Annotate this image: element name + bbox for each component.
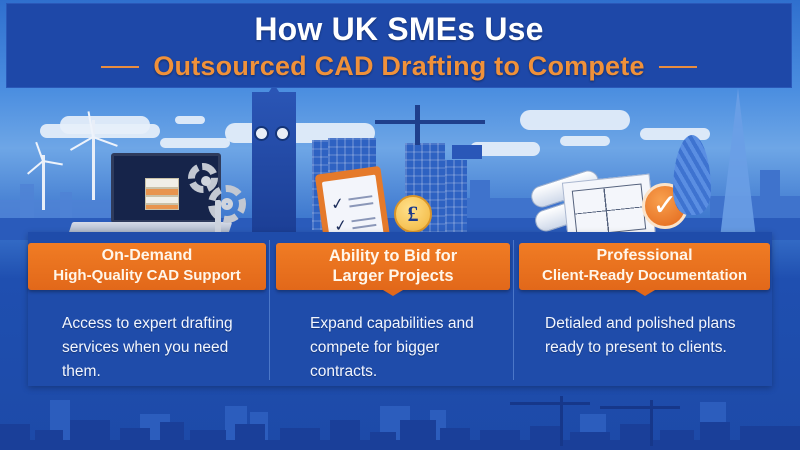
cloud <box>560 136 610 146</box>
checkmark-icon: ✓ <box>329 193 346 214</box>
cloud <box>640 128 710 140</box>
page-subtitle: Outsourced CAD Drafting to Compete <box>153 51 645 81</box>
wind-turbine-icon <box>42 155 45 210</box>
benefit-description: Detialed and polished plans ready to pre… <box>545 315 736 356</box>
cloud <box>160 138 230 148</box>
benefit-label-line1: Ability to Bid for <box>328 247 458 265</box>
benefit-label-line1: Professional <box>596 247 693 264</box>
gear-icon <box>188 163 218 193</box>
shard-building-icon <box>720 88 756 238</box>
column-divider <box>513 240 514 380</box>
benefit-label-line2: Larger Projects <box>332 267 454 285</box>
gear-icon <box>208 185 246 223</box>
benefit-label-on-demand: On-Demand High-Quality CAD Support <box>28 243 266 290</box>
stacked-blocks-icon <box>145 178 179 188</box>
pound-coin-icon: £ <box>394 195 432 233</box>
benefit-description: Expand capabilities and compete for bigg… <box>310 315 474 380</box>
benefit-label-line2: High-Quality CAD Support <box>53 267 241 284</box>
benefit-label-line1: On-Demand <box>101 247 193 264</box>
decorative-rule-left <box>101 65 140 68</box>
crane-icon <box>415 105 420 145</box>
cloud <box>40 124 160 138</box>
title-banner: How UK SMEs Use Outsourced CAD Drafting … <box>6 3 792 88</box>
cloud <box>470 142 540 156</box>
subtitle-row: Outsourced CAD Drafting to Compete <box>7 51 791 82</box>
crane-jib <box>375 120 485 124</box>
benefit-label-line2: Client-Ready Documentation <box>541 267 748 284</box>
column-divider <box>269 240 270 380</box>
benefit-label-client-ready-docs: Professional Client-Ready Documentation <box>519 243 770 296</box>
benefit-description: Access to expert drafting services when … <box>62 315 233 380</box>
crane-icon <box>650 400 653 446</box>
stacked-blocks-icon <box>145 188 179 196</box>
benefit-label-bid-larger-projects: Ability to Bid for Larger Projects <box>276 243 510 296</box>
crane-icon <box>560 396 563 446</box>
crane-jib <box>600 406 680 409</box>
gherkin-building-icon <box>673 135 711 215</box>
label-pointer <box>634 290 655 296</box>
label-pointer <box>383 290 403 296</box>
decorative-rule-right <box>658 65 697 68</box>
cloud <box>520 110 630 130</box>
wind-turbine-icon <box>92 120 95 200</box>
stacked-blocks-icon <box>145 204 179 210</box>
stacked-blocks-icon <box>145 196 179 204</box>
bottom-city-skyline <box>0 386 800 450</box>
wrench-icon <box>215 200 221 236</box>
clock-face-icon <box>275 126 290 141</box>
crane-jib <box>510 402 590 405</box>
office-building <box>445 160 467 232</box>
clock-face-icon <box>254 126 269 141</box>
crane-load <box>452 145 482 159</box>
cloud <box>175 116 205 124</box>
page-title: How UK SMEs Use <box>254 11 544 47</box>
big-ben-icon <box>252 92 296 232</box>
